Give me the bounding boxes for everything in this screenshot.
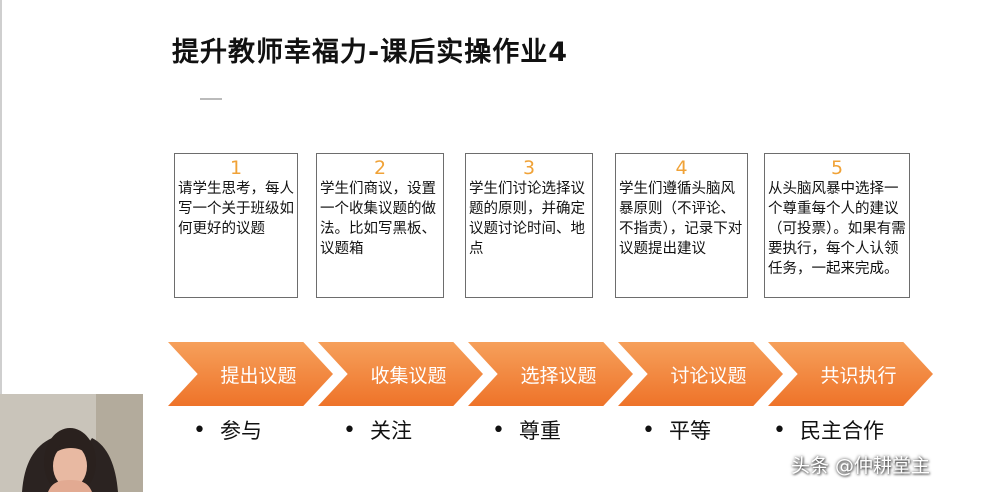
stage-label: 提出议题: [220, 364, 297, 387]
watermark: 头条 @仲耕堂主: [791, 455, 931, 477]
value-label: 民主合作: [799, 419, 884, 443]
stage-chevron: 提出议题: [168, 342, 333, 406]
stage-label: 收集议题: [370, 364, 447, 387]
step-text: 学生们遵循头脑风暴原则（不评论、不指责），记录下对议题提出建议: [619, 181, 743, 257]
bullet-icon: •: [193, 417, 206, 443]
value-item: • 尊重: [492, 415, 561, 445]
step-card: 3 学生们讨论选择议题的原则，并确定议题讨论时间、地点: [465, 153, 593, 298]
stage-chevron: 共识执行: [768, 342, 933, 406]
value-label: 平等: [668, 419, 711, 443]
stage-label: 共识执行: [820, 364, 897, 387]
presenter-icon: [0, 394, 143, 492]
stage-chevron: 收集议题: [318, 342, 483, 406]
bullet-icon: •: [343, 417, 356, 443]
stage-label: 讨论议题: [670, 364, 747, 387]
step-text: 学生们商议，设置一个收集议题的做法。比如写黑板、议题箱: [320, 181, 436, 257]
value-label: 参与: [219, 419, 262, 443]
value-item: • 关注: [343, 415, 412, 445]
slide-mark: [200, 98, 222, 100]
step-card: 2 学生们商议，设置一个收集议题的做法。比如写黑板、议题箱: [316, 153, 444, 298]
value-item: • 参与: [193, 415, 262, 445]
step-number: 4: [675, 157, 688, 179]
step-number: 1: [229, 157, 243, 179]
step-card: 5 从头脑风暴中选择一个尊重每个人的建议（可投票）。如果有需要执行，每个人认领任…: [764, 153, 910, 298]
value-item: • 民主合作: [773, 415, 884, 445]
stage-label: 选择议题: [520, 364, 597, 387]
step-number: 2: [373, 157, 387, 179]
step-number: 5: [830, 157, 844, 179]
bullet-icon: •: [642, 417, 655, 443]
process-flow: 提出议题 收集议题 选择议题 讨论议题 共识执行: [168, 342, 940, 406]
stage-chevron: 讨论议题: [618, 342, 783, 406]
stage-chevron: 选择议题: [468, 342, 633, 406]
step-card: 4 学生们遵循头脑风暴原则（不评论、不指责），记录下对议题提出建议: [615, 153, 748, 298]
slide-edge: [0, 0, 2, 492]
step-text: 学生们讨论选择议题的原则，并确定议题讨论时间、地点: [469, 181, 585, 257]
bullet-icon: •: [492, 417, 505, 443]
step-text: 请学生思考，每人写一个关于班级如何更好的议题: [178, 181, 294, 237]
value-label: 尊重: [518, 419, 561, 443]
step-text: 从头脑风暴中选择一个尊重每个人的建议（可投票）。如果有需要执行，每个人认领任务，…: [768, 181, 906, 277]
value-item: • 平等: [642, 415, 711, 445]
bullet-icon: •: [773, 417, 786, 443]
slide-title: 提升教师幸福力-课后实操作业4: [172, 37, 568, 68]
step-card: 1 请学生思考，每人写一个关于班级如何更好的议题: [174, 153, 298, 298]
step-number: 3: [522, 157, 536, 179]
presenter-video: [0, 394, 143, 492]
value-label: 关注: [369, 419, 412, 443]
